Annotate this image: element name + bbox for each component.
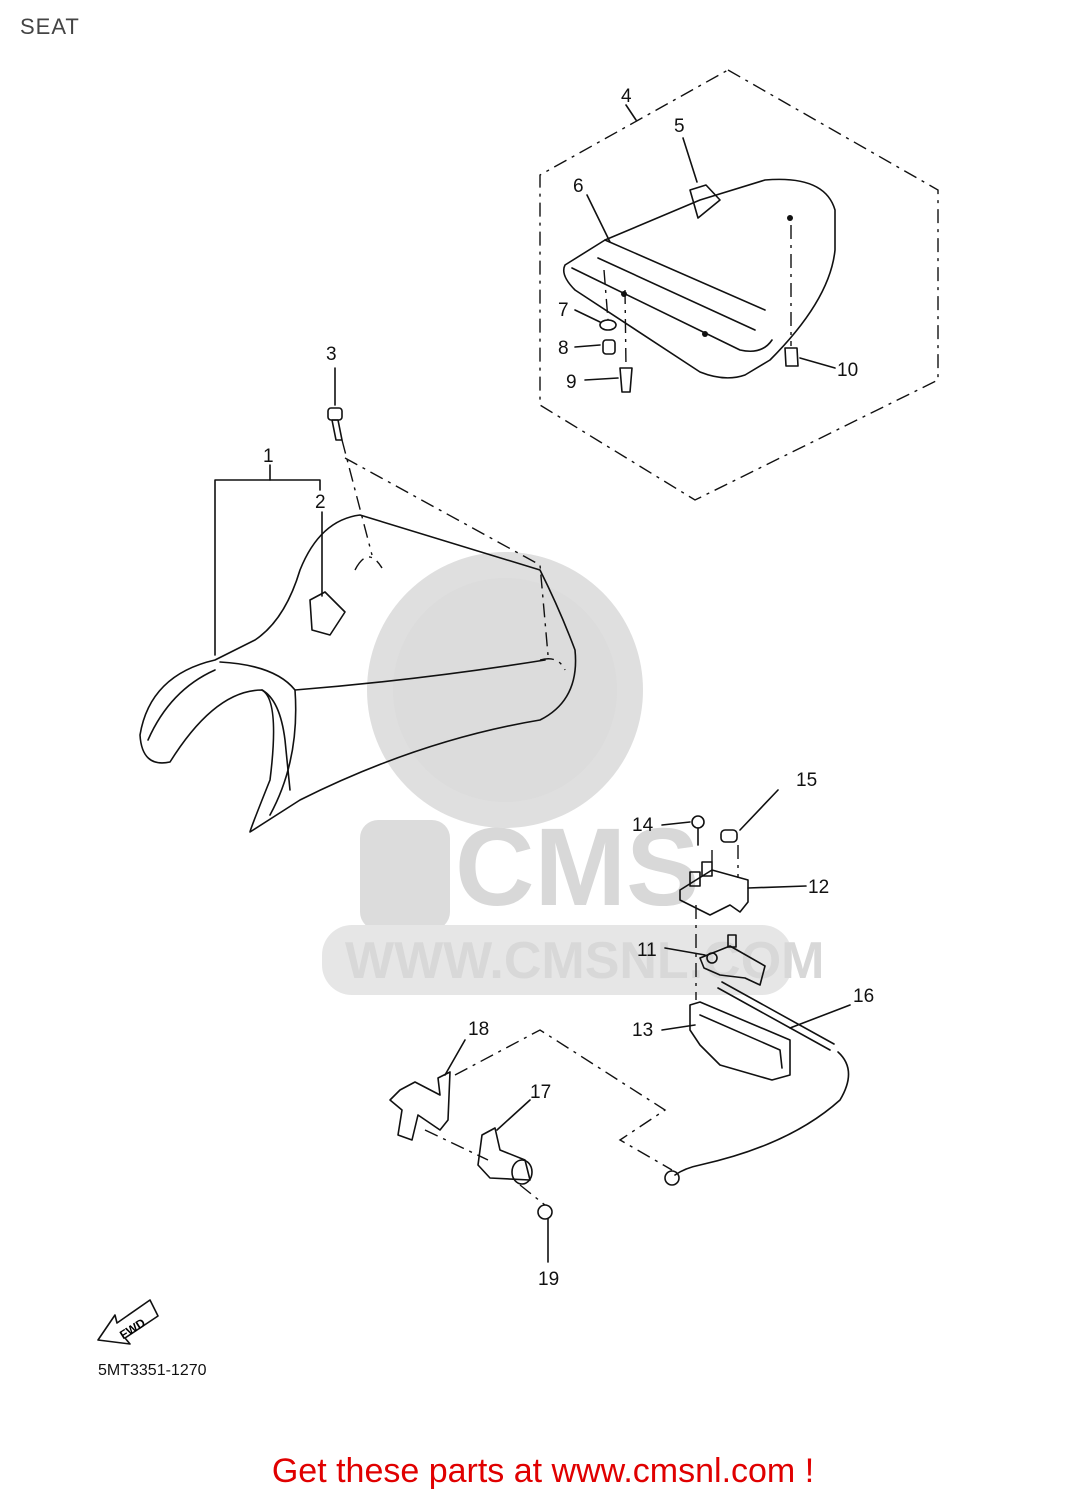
callout-8: 8 — [558, 338, 569, 359]
callout-7: 7 — [558, 300, 569, 321]
watermark-brand: CMS — [455, 806, 699, 929]
callout-10: 10 — [837, 360, 858, 381]
footer-cta-link[interactable]: Get these parts at www.cmsnl.com ! — [271, 1452, 815, 1490]
pillion-seat — [562, 178, 836, 379]
callout-18: 18 — [468, 1019, 489, 1040]
leader-lines — [214, 104, 851, 1131]
watermark-url: WWW.CMSNL.COM — [345, 932, 824, 990]
diagram-code: 5MT3351-1270 — [98, 1362, 207, 1379]
rider-seat — [139, 514, 577, 833]
callout-12: 12 — [808, 877, 829, 898]
callout-13: 13 — [632, 1020, 653, 1041]
pillion-fasteners — [599, 225, 799, 393]
pillion-seat-assembly-outline — [539, 69, 939, 501]
callout-9: 9 — [566, 372, 577, 393]
fwd-arrow-icon: FWD — [97, 1299, 159, 1345]
callout-3: 3 — [326, 344, 337, 365]
callout-15: 15 — [796, 770, 817, 791]
callout-1: 1 — [263, 446, 274, 467]
callout-14: 14 — [632, 815, 654, 836]
seat-lock-mechanism — [389, 815, 850, 1263]
callout-2: 2 — [315, 492, 326, 513]
callout-11: 11 — [637, 940, 657, 961]
callout-5: 5 — [674, 116, 685, 137]
callout-4: 4 — [621, 86, 632, 107]
callout-numbers: 1 2 3 4 5 6 7 8 9 10 11 12 13 14 15 16 1… — [263, 86, 874, 1290]
callout-6: 6 — [573, 176, 584, 197]
watermark: CMS WWW.CMSNL.COM — [322, 552, 824, 995]
callout-16: 16 — [853, 986, 874, 1007]
bolt-3 — [327, 407, 373, 556]
callout-19: 19 — [538, 1269, 559, 1290]
callout-17: 17 — [530, 1082, 551, 1103]
page-title: SEAT — [20, 14, 80, 39]
